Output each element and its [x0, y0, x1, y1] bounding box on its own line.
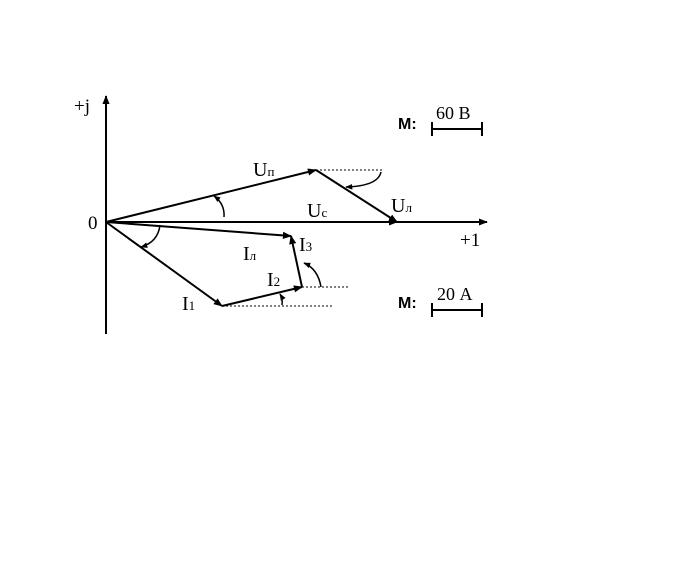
current-scale-prefix: M: [398, 295, 417, 312]
vector-i-3 [289, 235, 303, 288]
label-u-c: Uс [307, 200, 327, 222]
vector-i-1 [105, 221, 223, 307]
label-i-1: I1 [182, 293, 195, 315]
voltage-scale-prefix: M: [398, 116, 417, 133]
label-u-l: Uл [391, 195, 412, 217]
label-i-l: Iл [243, 243, 257, 265]
voltage-scale-value: 60 В [436, 103, 471, 123]
angle-arc-i1 [140, 224, 161, 248]
label-i-2: I2 [267, 269, 280, 291]
label-i-3: I3 [299, 234, 312, 256]
vector-u-p [105, 168, 317, 223]
vector-i-2 [221, 285, 303, 307]
real-axis-label: +1 [460, 230, 480, 251]
current-scale-value: 20 А [437, 284, 473, 304]
voltage-scale: M: 60 В [398, 103, 483, 136]
angle-arc-i2 [279, 293, 286, 306]
label-u-p: Uп [253, 159, 274, 181]
vector-i-l [105, 221, 292, 239]
origin-label: 0 [88, 213, 98, 234]
current-scale: M: 20 А [398, 284, 483, 317]
imag-axis-label: +j [74, 96, 90, 117]
angle-arc-ul [345, 171, 382, 190]
angle-arc-i3 [303, 262, 322, 288]
angle-arc-up [213, 195, 225, 218]
vector-u-l [315, 169, 398, 223]
